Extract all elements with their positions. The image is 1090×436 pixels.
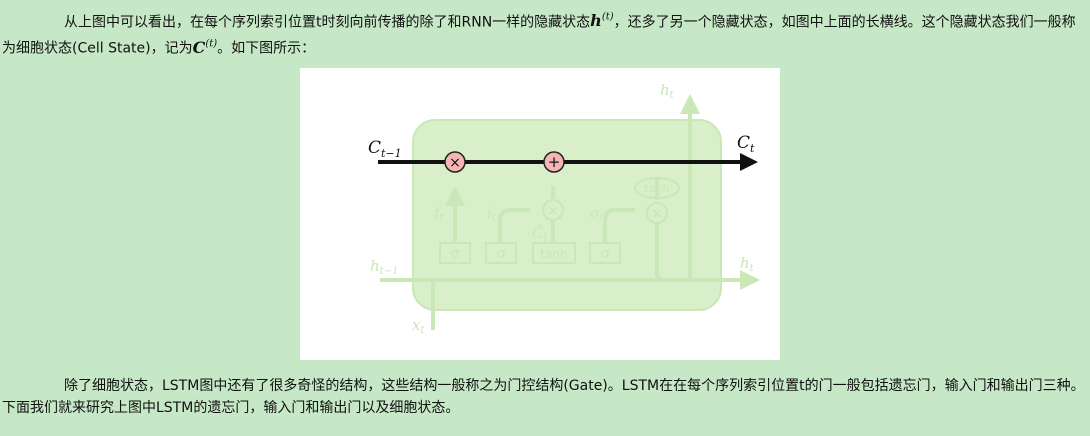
gates (439, 177, 680, 264)
h-out-label: ht (740, 254, 755, 274)
math-c-t: C(t) (192, 37, 218, 57)
gates-text: 除了细胞状态，LSTM图中还有了很多奇怪的结构，这些结构一般称之为门控结构(Ga… (2, 378, 1085, 416)
cell-state-arrowhead (740, 153, 758, 171)
lstm-diagram: σ σ tanh σ tanh × × ht ht−1 ht xt ft it … (300, 68, 780, 360)
forget-gate-label: σ (451, 246, 460, 262)
input-gate (485, 242, 517, 264)
intro-text-3: 。如下图所示： (217, 40, 316, 57)
o-label: ot (590, 204, 604, 224)
input-multiply-symbol: × (547, 203, 559, 219)
h-in-label: ht−1 (370, 257, 398, 277)
faded-connections (380, 94, 760, 330)
h-top-label: ht (660, 81, 675, 101)
lstm-diagram-svg: σ σ tanh σ tanh × × ht ht−1 ht xt ft it … (368, 81, 760, 336)
c-tilde-label: C̃t (532, 224, 548, 244)
i-label: it (487, 204, 497, 224)
candidate-gate (532, 242, 576, 264)
c-out-label: Ct (737, 133, 755, 155)
output-gate (589, 242, 621, 264)
output-multiply-symbol: × (651, 206, 663, 222)
intro-text-1: 从上图中可以看出，在每个序列索引位置t时刻向前传播的除了和RNN一样的隐藏状态 (64, 14, 591, 31)
f-label: ft (433, 204, 445, 224)
forget-gate (439, 242, 471, 264)
forget-multiply-symbol: × (449, 155, 461, 171)
output-tanh (634, 177, 680, 199)
add-node (543, 151, 565, 173)
input-multiply-node (542, 199, 564, 221)
paragraph-intro: 从上图中可以看出，在每个序列索引位置t时刻向前传播的除了和RNN一样的隐藏状态h… (2, 7, 1088, 60)
add-symbol: + (548, 153, 561, 171)
intro-text-2: ，还多了另一个隐藏状态，如图中上面的长横线。这个隐藏状态我们一般称为细胞状态(C… (2, 14, 1076, 57)
x-label: xt (412, 316, 425, 336)
c-in-label: Ct−1 (368, 138, 402, 160)
forget-multiply-node (444, 151, 466, 173)
paragraph-gates: 除了细胞状态，LSTM图中还有了很多奇怪的结构，这些结构一般称之为门控结构(Ga… (2, 375, 1088, 419)
output-tanh-label: tanh (645, 182, 670, 195)
output-multiply-node (646, 202, 668, 224)
candidate-gate-label: tanh (540, 247, 567, 261)
input-gate-label: σ (497, 246, 506, 262)
output-gate-label: σ (601, 246, 610, 262)
math-h-t: h(t) (590, 11, 614, 31)
